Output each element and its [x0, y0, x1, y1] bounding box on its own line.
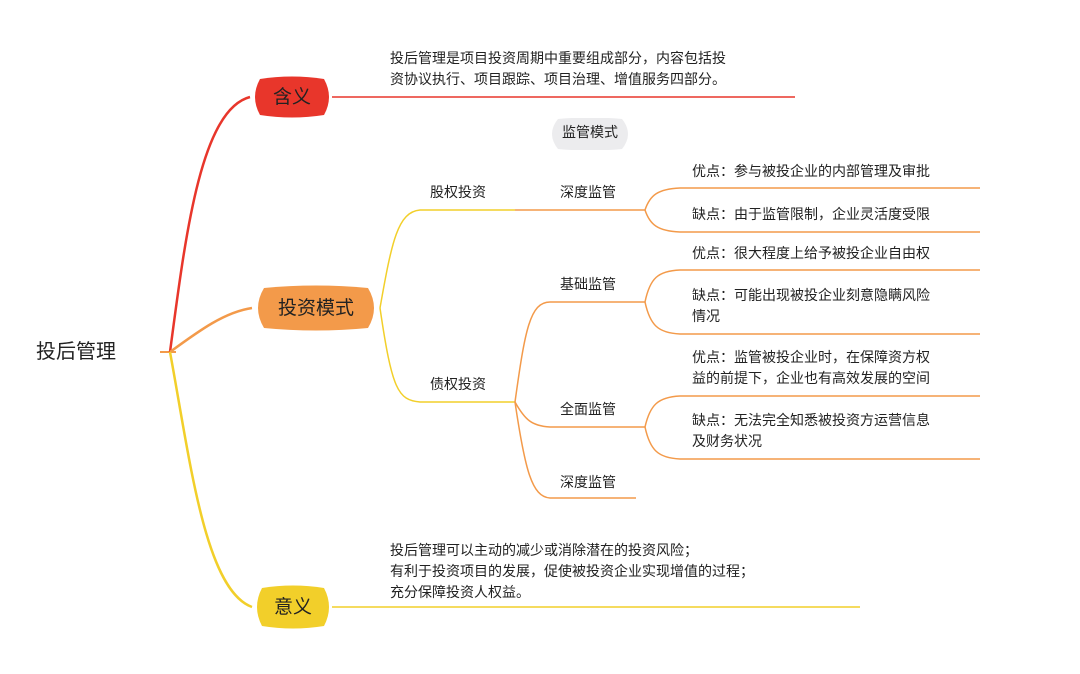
equity-deep-con: 缺点：由于监管限制，企业灵活度受限	[692, 207, 930, 223]
link-debt-basic	[514, 301, 645, 403]
debt-full-pro-line-1: 优点：监管被投企业时，在保障资方权	[692, 350, 930, 366]
debt-full-con-line-1: 缺点：无法完全知悉被投资方运营信息	[692, 413, 930, 429]
link-debt	[379, 307, 515, 403]
equity-investment-node[interactable]: 股权投资	[430, 185, 486, 201]
debt-basic-pro: 优点：很大程度上给予被投企业自由权	[692, 246, 930, 262]
link-full-con	[644, 426, 980, 460]
debt-full-pro-line-2: 益的前提下，企业也有高效发展的空间	[692, 371, 930, 387]
supervision-mode-tag: 监管模式	[546, 118, 634, 150]
meaning-node-shape	[255, 76, 329, 118]
equity-deep-supervision-node[interactable]: 深度监管	[560, 185, 616, 201]
link-full-pro	[644, 395, 980, 428]
meaning-node[interactable]: 含义	[250, 76, 334, 118]
link-equity-deep-pro	[644, 187, 980, 211]
debt-full-supervision-node[interactable]: 全面监管	[560, 402, 616, 418]
investment-mode-node-label: 投资模式	[277, 297, 354, 319]
link-basic-pro	[644, 269, 980, 303]
significance-text-line-1: 投后管理可以主动的减少或消除潜在的投资风险；	[390, 543, 698, 559]
debt-basic-supervision-node[interactable]: 基础监管	[560, 277, 616, 293]
link-mode	[169, 306, 253, 354]
link-basic-con	[644, 301, 980, 335]
significance-node[interactable]: 意义	[252, 585, 334, 629]
meaning-text-line-2: 资协议执行、项目跟踪、项目治理、增值服务四部分。	[390, 72, 726, 88]
link-debt-full	[514, 401, 645, 428]
debt-full-con-line-2: 及财务状况	[692, 434, 762, 450]
equity-deep-pro: 优点：参与被投企业的内部管理及审批	[692, 164, 930, 180]
debt-investment-node[interactable]: 债权投资	[430, 377, 486, 393]
debt-deep-supervision-node[interactable]: 深度监管	[560, 475, 616, 491]
link-meaning	[168, 95, 251, 353]
link-equity-deep-con	[644, 209, 980, 233]
meaning-text-line-1: 投后管理是项目投资周期中重要组成部分，内容包括投	[390, 51, 726, 67]
supervision-mode-tag-shape	[552, 118, 628, 150]
link-equity	[379, 209, 515, 309]
link-debt-deep	[514, 401, 636, 499]
debt-basic-con-line-1: 缺点：可能出现被投企业刻意隐瞒风险	[692, 288, 930, 304]
meaning-node-label: 含义	[272, 86, 311, 108]
debt-basic-con-line-2: 情况	[692, 309, 720, 325]
supervision-mode-tag-label: 监管模式	[562, 125, 618, 141]
significance-text-line-2: 有利于投资项目的发展，促使被投资企业实现增值的过程；	[390, 564, 754, 580]
root-node[interactable]: 投后管理	[36, 339, 116, 363]
significance-node-shape	[257, 585, 329, 629]
investment-mode-node-shape	[258, 285, 374, 331]
investment-mode-node[interactable]: 投资模式	[252, 285, 380, 331]
significance-text-line-3: 充分保障投资人权益。	[390, 585, 530, 601]
significance-node-label: 意义	[273, 596, 312, 618]
link-significance	[168, 351, 253, 609]
